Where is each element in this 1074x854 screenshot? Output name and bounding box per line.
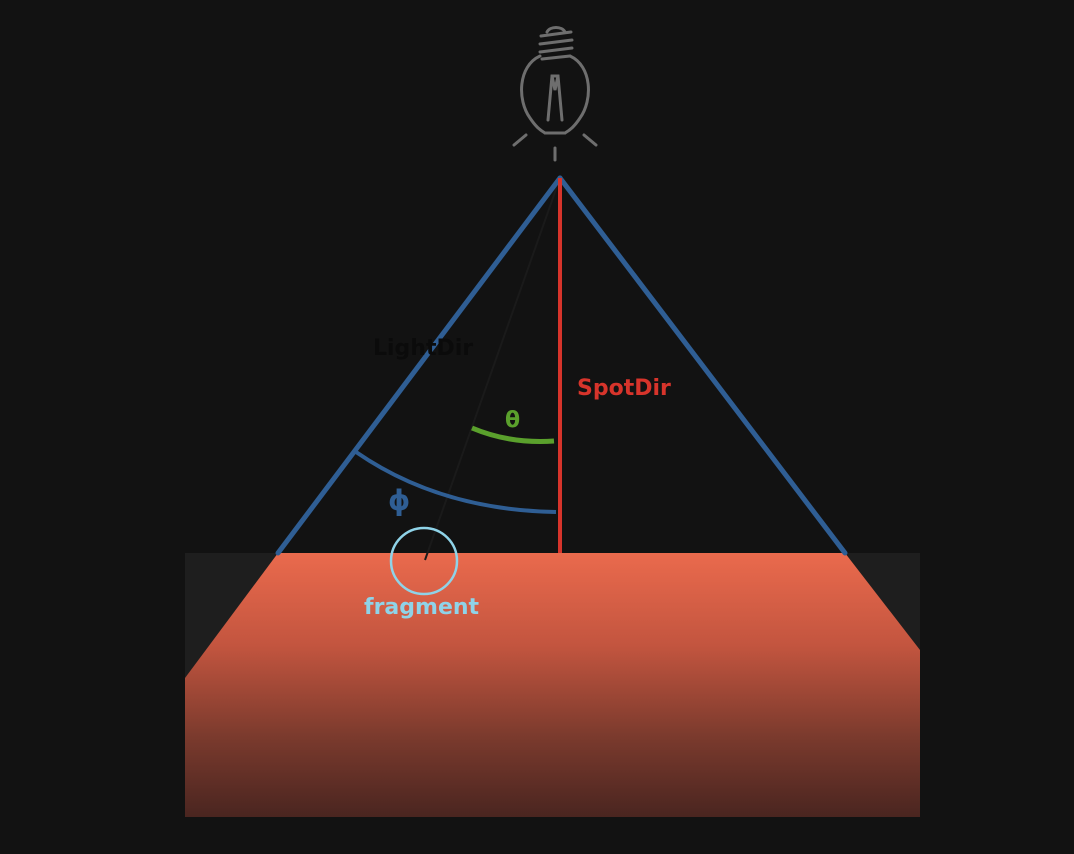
light-dir-label: LightDir bbox=[373, 336, 473, 361]
cone-edge-left bbox=[275, 175, 563, 556]
phi-label: ϕ bbox=[388, 484, 410, 517]
light-dir-line bbox=[424, 177, 561, 561]
light-bulb-icon bbox=[512, 26, 598, 162]
fragment-circle bbox=[389, 526, 459, 596]
theta-label: θ bbox=[505, 408, 520, 433]
phi-arc bbox=[354, 450, 557, 514]
theta-arc bbox=[471, 425, 555, 444]
lit-floor-area bbox=[185, 553, 920, 817]
spot-dir-label: SpotDir bbox=[577, 376, 671, 401]
cone-edge-right bbox=[557, 175, 848, 556]
fragment-label: fragment bbox=[364, 595, 480, 620]
